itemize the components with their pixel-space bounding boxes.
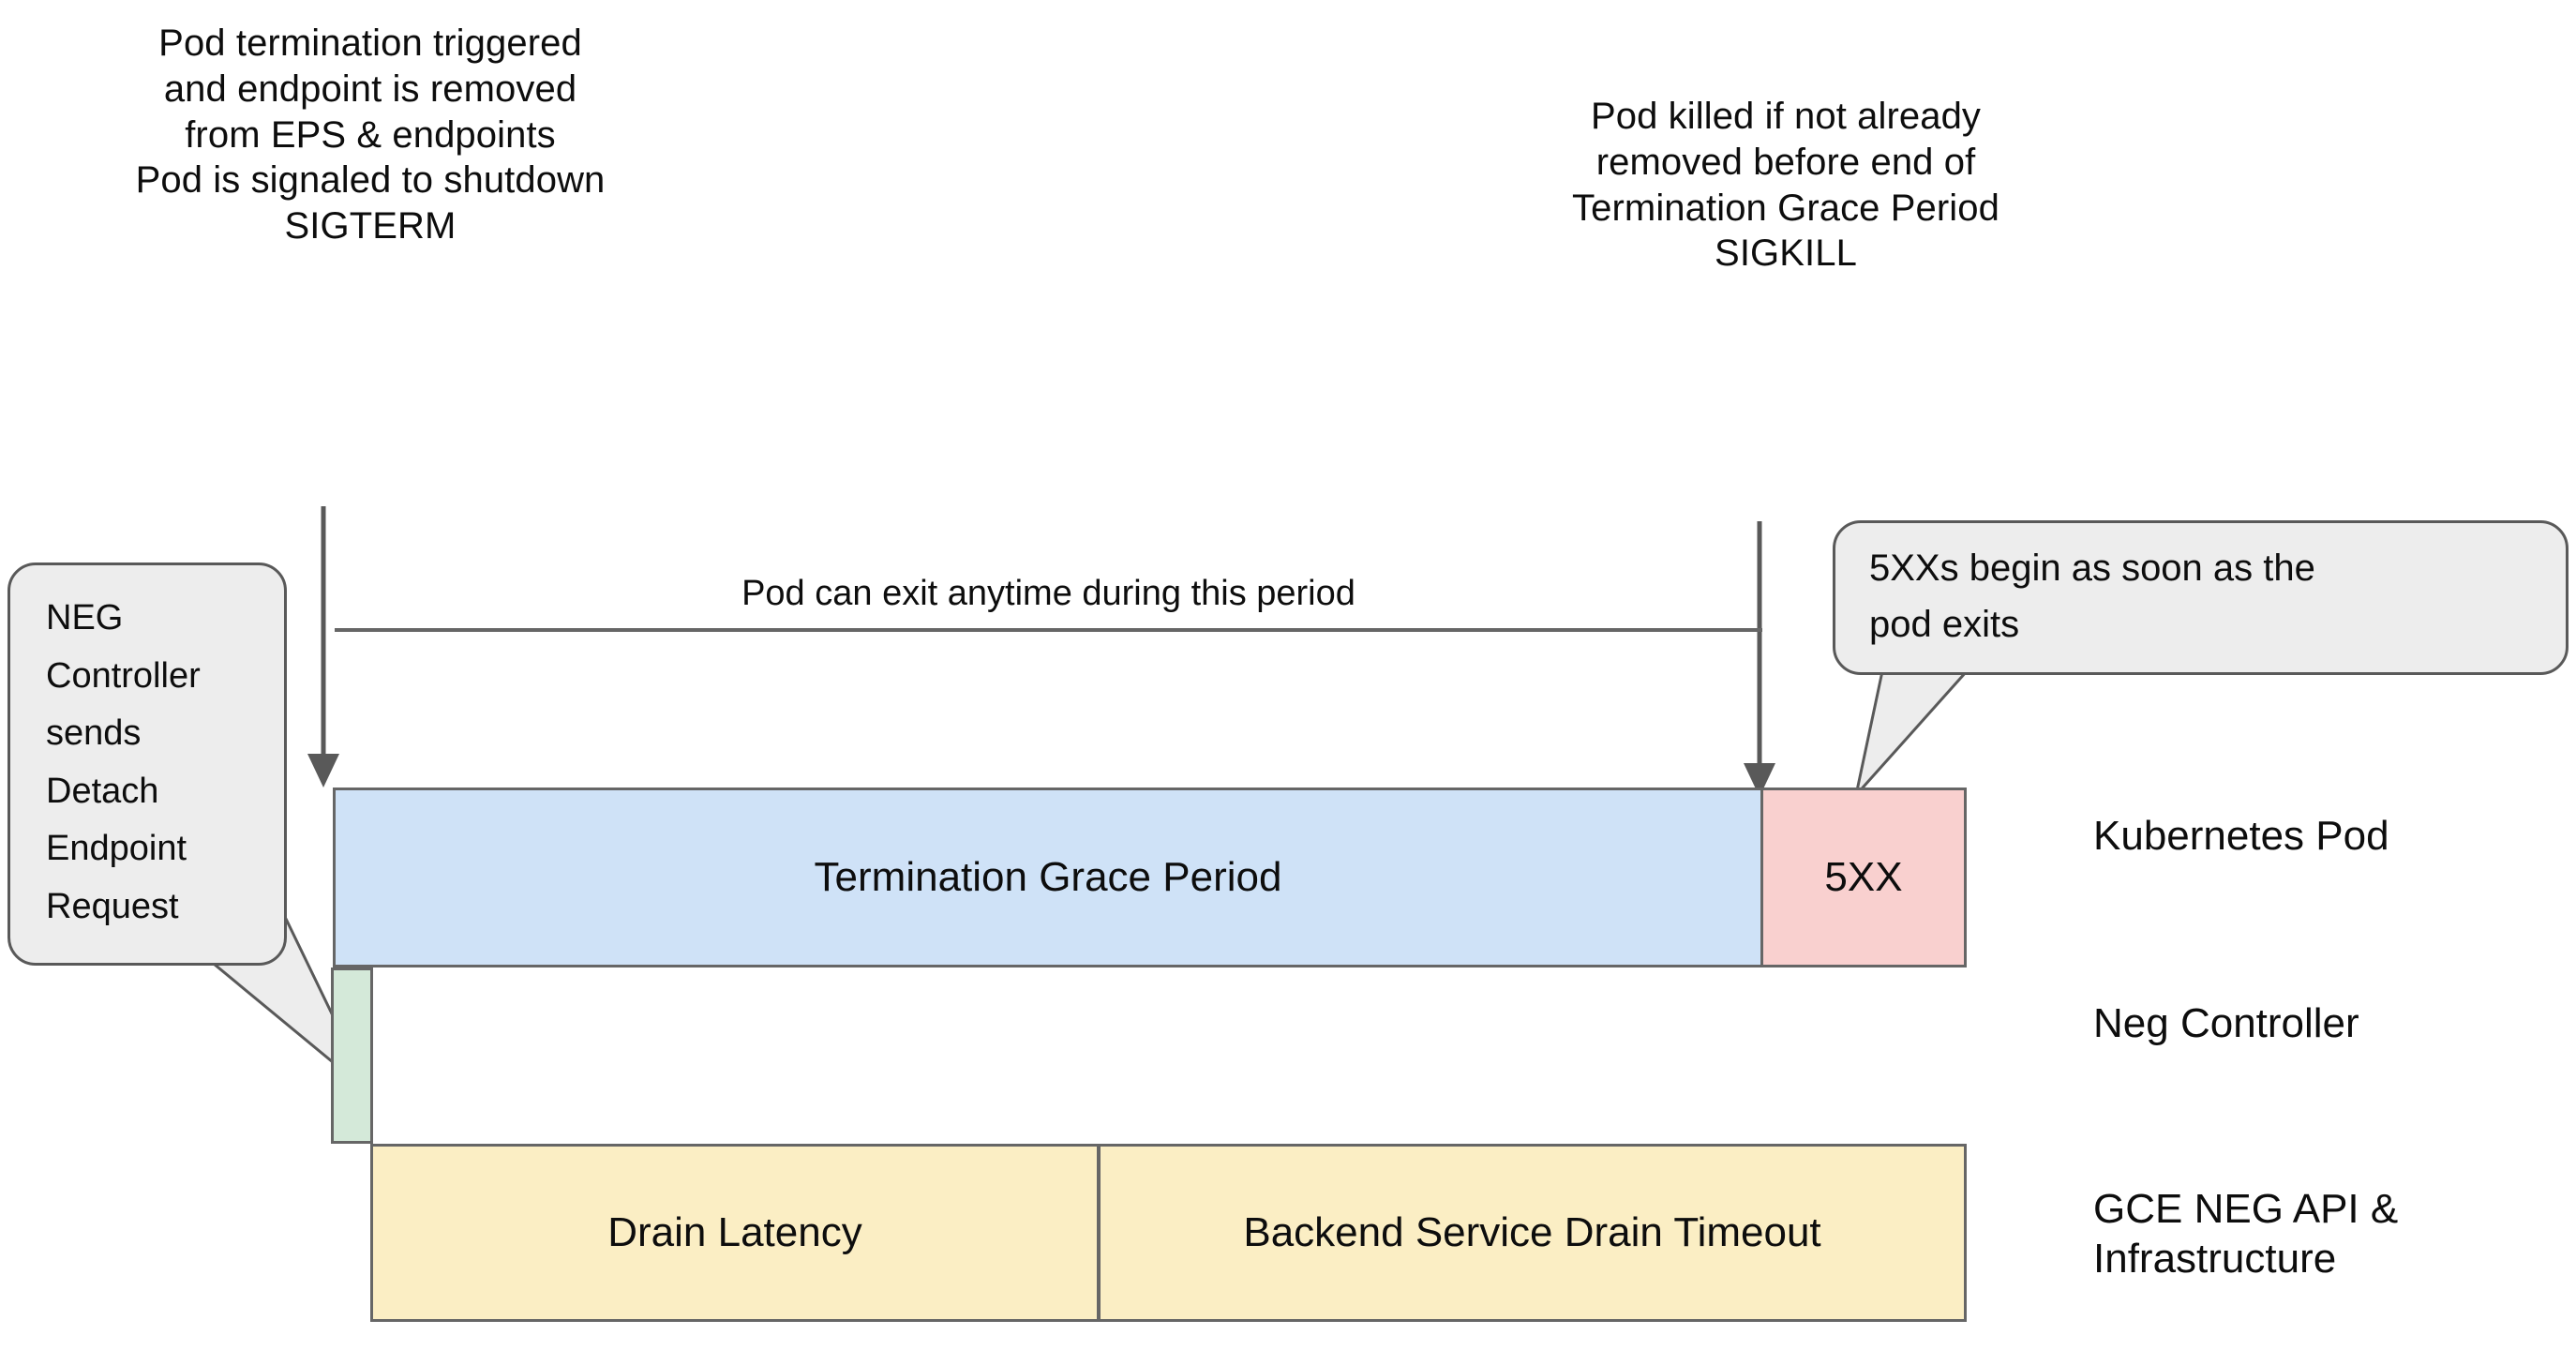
callout-line: 5XXs begin as soon as the	[1869, 548, 2315, 589]
period-rule	[335, 628, 1762, 632]
lane-label-neg-controller: Neg Controller	[2093, 999, 2359, 1049]
bar-drain-latency: Drain Latency	[370, 1144, 1100, 1322]
callout-line: Endpoint	[46, 829, 187, 869]
callout-five-xx: 5XXs begin as soon as the pod exits	[1833, 520, 2569, 675]
callout-line: pod exits	[1869, 604, 2020, 645]
callout-line: Detach	[46, 771, 159, 811]
lane-label-line: GCE NEG API &	[2093, 1186, 2399, 1232]
lane-label-line: Neg Controller	[2093, 1000, 2359, 1046]
annotation-line: SIGKILL	[1715, 232, 1857, 275]
bar-neg-detach	[331, 968, 373, 1144]
lane-label-kubernetes-pod: Kubernetes Pod	[2093, 812, 2389, 862]
bar-termination-grace-period: Termination Grace Period	[333, 788, 1763, 968]
bar-backend-service-drain-timeout: Backend Service Drain Timeout	[1098, 1144, 1967, 1322]
annotation-line: removed before end of	[1595, 141, 1976, 183]
bar-five-xx: 5XX	[1760, 788, 1967, 968]
lane-label-line: Infrastructure	[2093, 1235, 2337, 1282]
annotation-line: Pod killed if not already	[1590, 96, 1982, 137]
annotation-line: Pod termination triggered	[158, 22, 582, 64]
callout-neg-controller-text: NEG Controller sends Detach Endpoint Req…	[10, 565, 284, 936]
callout-line: Controller	[46, 655, 201, 696]
annotation-line: SIGTERM	[284, 204, 457, 247]
period-caption: Pod can exit anytime during this period	[741, 574, 1355, 613]
lane-label-line: Kubernetes Pod	[2093, 813, 2389, 859]
lane-label-gce-neg: GCE NEG API & Infrastructure	[2093, 1185, 2398, 1284]
callout-neg-controller: NEG Controller sends Detach Endpoint Req…	[7, 562, 287, 966]
callout-five-xx-text: 5XXs begin as soon as the pod exits	[1835, 523, 2566, 652]
annotation-pod-sigkill: Pod killed if not already removed before…	[1425, 94, 2147, 277]
five-xx-callout-tail	[1854, 669, 1969, 797]
annotation-pod-termination: Pod termination triggered and endpoint i…	[0, 21, 741, 158]
annotation-line: and endpoint is removed	[163, 68, 577, 110]
callout-line: Request	[46, 886, 179, 926]
callout-line: NEG	[46, 598, 124, 638]
annotation-pod-sigterm: Pod is signaled to shutdown SIGTERM	[0, 158, 741, 249]
annotation-line: from EPS & endpoints	[185, 113, 556, 156]
annotation-line: Termination Grace Period	[1572, 187, 1999, 229]
callout-line: sends	[46, 713, 142, 754]
annotation-line: Pod is signaled to shutdown	[135, 159, 606, 201]
